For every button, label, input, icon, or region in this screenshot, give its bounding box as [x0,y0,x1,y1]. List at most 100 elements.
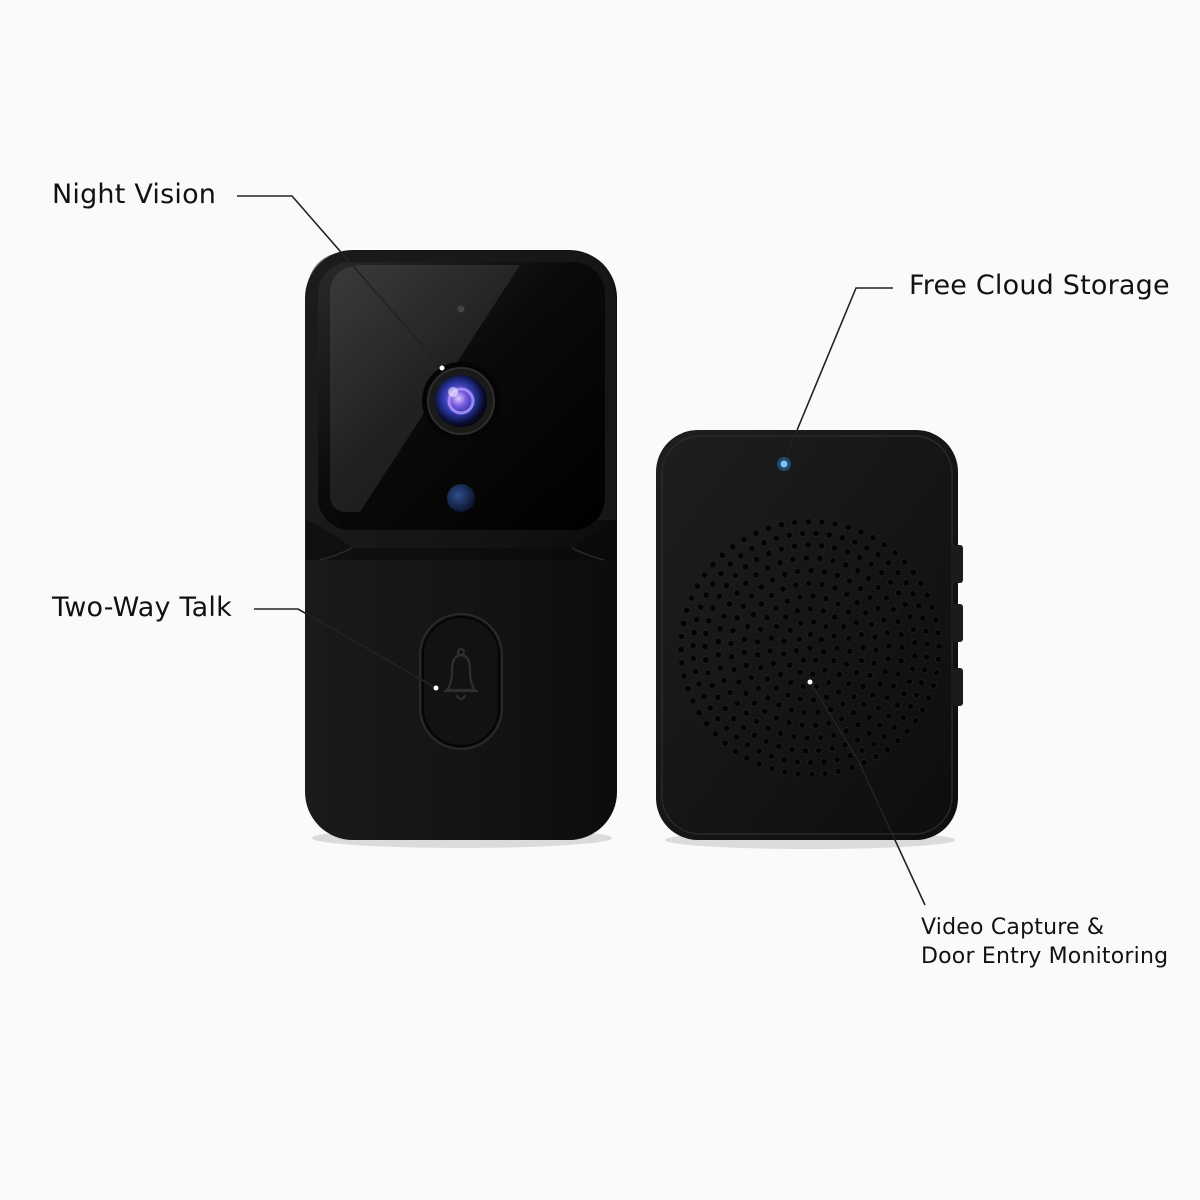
speaker-hole [702,630,710,638]
speaker-hole [881,732,889,740]
speaker-hole [891,549,899,557]
speaker-hole [895,589,903,597]
speaker-hole [876,680,884,688]
speaker-hole [840,623,848,631]
speaker-hole [727,640,735,648]
speaker-hole [726,688,734,696]
speaker-hole [753,555,761,563]
speaker-hole [845,635,853,643]
speaker-hole [703,720,711,728]
speaker-hole [780,756,788,764]
speaker-hole [714,638,722,646]
speaker-hole [825,531,833,539]
speaker-hole [702,591,710,599]
speaker-hole [742,689,750,697]
speaker-hole [932,616,940,624]
speaker-hole [693,615,701,623]
speaker-hole [818,580,826,588]
speaker-hole [919,614,927,622]
speaker-hole [793,607,801,615]
callout-video-capture-line1: Video Capture & [921,915,1105,940]
speaker-hole [810,618,818,626]
speaker-hole [775,701,783,709]
speaker-hole [807,567,815,575]
doorbell-unit [305,250,617,840]
speaker-hole [934,655,942,663]
speaker-hole [727,653,735,661]
speaker-hole [881,668,889,676]
speaker-hole [709,580,717,588]
speaker-hole [903,727,911,735]
speaker-hole [885,642,893,650]
speaker-hole [764,524,772,532]
speaker-hole [742,661,750,669]
speaker-hole [691,667,699,675]
doorbell-button [419,613,503,750]
speaker-hole [753,717,761,725]
speaker-hole [821,666,829,674]
speaker-hole [790,733,798,741]
speaker-hole [769,659,777,667]
speaker-hole [794,770,802,778]
speaker-hole [880,616,888,624]
speaker-hole [834,600,842,608]
speaker-hole [909,665,917,673]
speaker-hole [884,655,892,663]
speaker-hole [915,602,923,610]
speaker-hole [781,571,789,579]
speaker-hole [838,534,846,542]
callout-free-cloud-storage: Free Cloud Storage [909,270,1170,301]
speaker-hole [921,666,929,674]
speaker-hole [830,632,838,640]
speaker-hole [806,630,814,638]
speaker-hole [919,706,927,714]
speaker-hole [817,542,825,550]
speaker-hole [806,605,814,613]
speaker-hole [726,560,734,568]
speaker-hole [843,590,851,598]
speaker-hole [744,623,752,631]
speaker-hole [885,559,893,567]
speaker-hole [822,622,830,630]
speaker-hole [786,626,794,634]
speaker-hole [680,672,688,680]
speaker-hole [842,660,850,668]
speaker-hole [792,647,800,655]
speaker-hole [735,678,743,686]
speaker-hole [784,691,792,699]
speaker-hole [750,731,758,739]
speaker-hole [767,634,775,642]
speaker-hole [922,627,930,635]
callout-line-two-way-talk [254,608,437,689]
speaker-hole [721,704,729,712]
speaker-hole [717,569,725,577]
speaker-hole [794,567,802,575]
callout-dots [433,365,813,691]
speaker-hole [894,568,902,576]
speaker-hole [934,629,942,637]
speaker-hole [833,644,841,652]
callout-lines [237,195,926,906]
camera-lens [435,375,487,427]
speaker-hole [801,747,809,755]
speaker-hole [874,551,882,559]
speaker-hole [861,609,869,617]
speaker-hole [924,694,932,702]
speaker-hole [909,590,917,598]
speaker-hole [730,715,738,723]
speaker-hole [845,679,853,687]
callout-line-cloud-storage [787,287,893,453]
speaker-hole [825,719,833,727]
speaker-hole [764,724,772,732]
speaker-hole [742,563,750,571]
chime-unit [656,430,963,840]
speaker-hole [819,607,827,615]
speaker-hole [679,619,687,627]
speaker-hole [767,591,775,599]
speaker-hole [807,759,815,767]
speaker-hole [809,592,817,600]
callout-night-vision: Night Vision [52,179,217,210]
speaker-hole [695,709,703,717]
speaker-hole [721,739,729,747]
speaker-hole [714,715,722,723]
